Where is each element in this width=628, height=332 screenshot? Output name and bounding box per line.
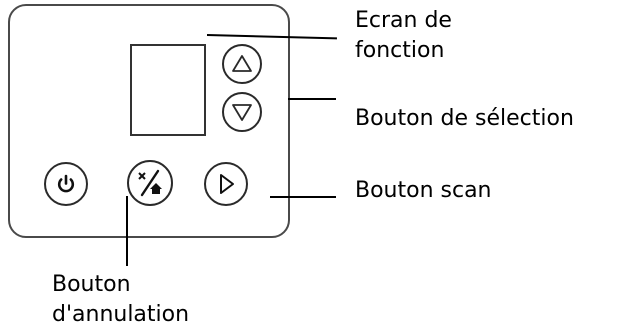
play-icon: [220, 174, 234, 194]
scan-button[interactable]: [204, 162, 248, 206]
cancel-button-label-line2: d'annulation: [52, 302, 190, 327]
up-button[interactable]: [222, 44, 262, 84]
cancel-home-icon: [138, 169, 162, 197]
scan-button-label: Bouton scan: [355, 178, 492, 203]
function-screen: [130, 44, 206, 136]
select-button-label: Bouton de sélection: [355, 106, 574, 131]
cancel-button-label: Bouton d'annulation: [52, 270, 189, 330]
triangle-down-icon: [232, 104, 252, 121]
function-screen-label-line2: fonction: [355, 38, 445, 63]
scan-button-leader: [270, 196, 336, 198]
down-button[interactable]: [222, 92, 262, 132]
triangle-up-icon: [232, 55, 252, 72]
power-button[interactable]: [44, 162, 88, 206]
power-icon: [57, 174, 75, 193]
cancel-button-leader: [126, 196, 128, 266]
cancel-button-label-line1: Bouton: [52, 272, 131, 297]
control-panel: [8, 4, 290, 238]
cancel-button[interactable]: [127, 160, 173, 206]
function-screen-label-line1: Ecran de: [355, 8, 452, 33]
select-button-leader: [288, 98, 336, 100]
function-screen-label: Ecran de fonction: [355, 6, 452, 66]
